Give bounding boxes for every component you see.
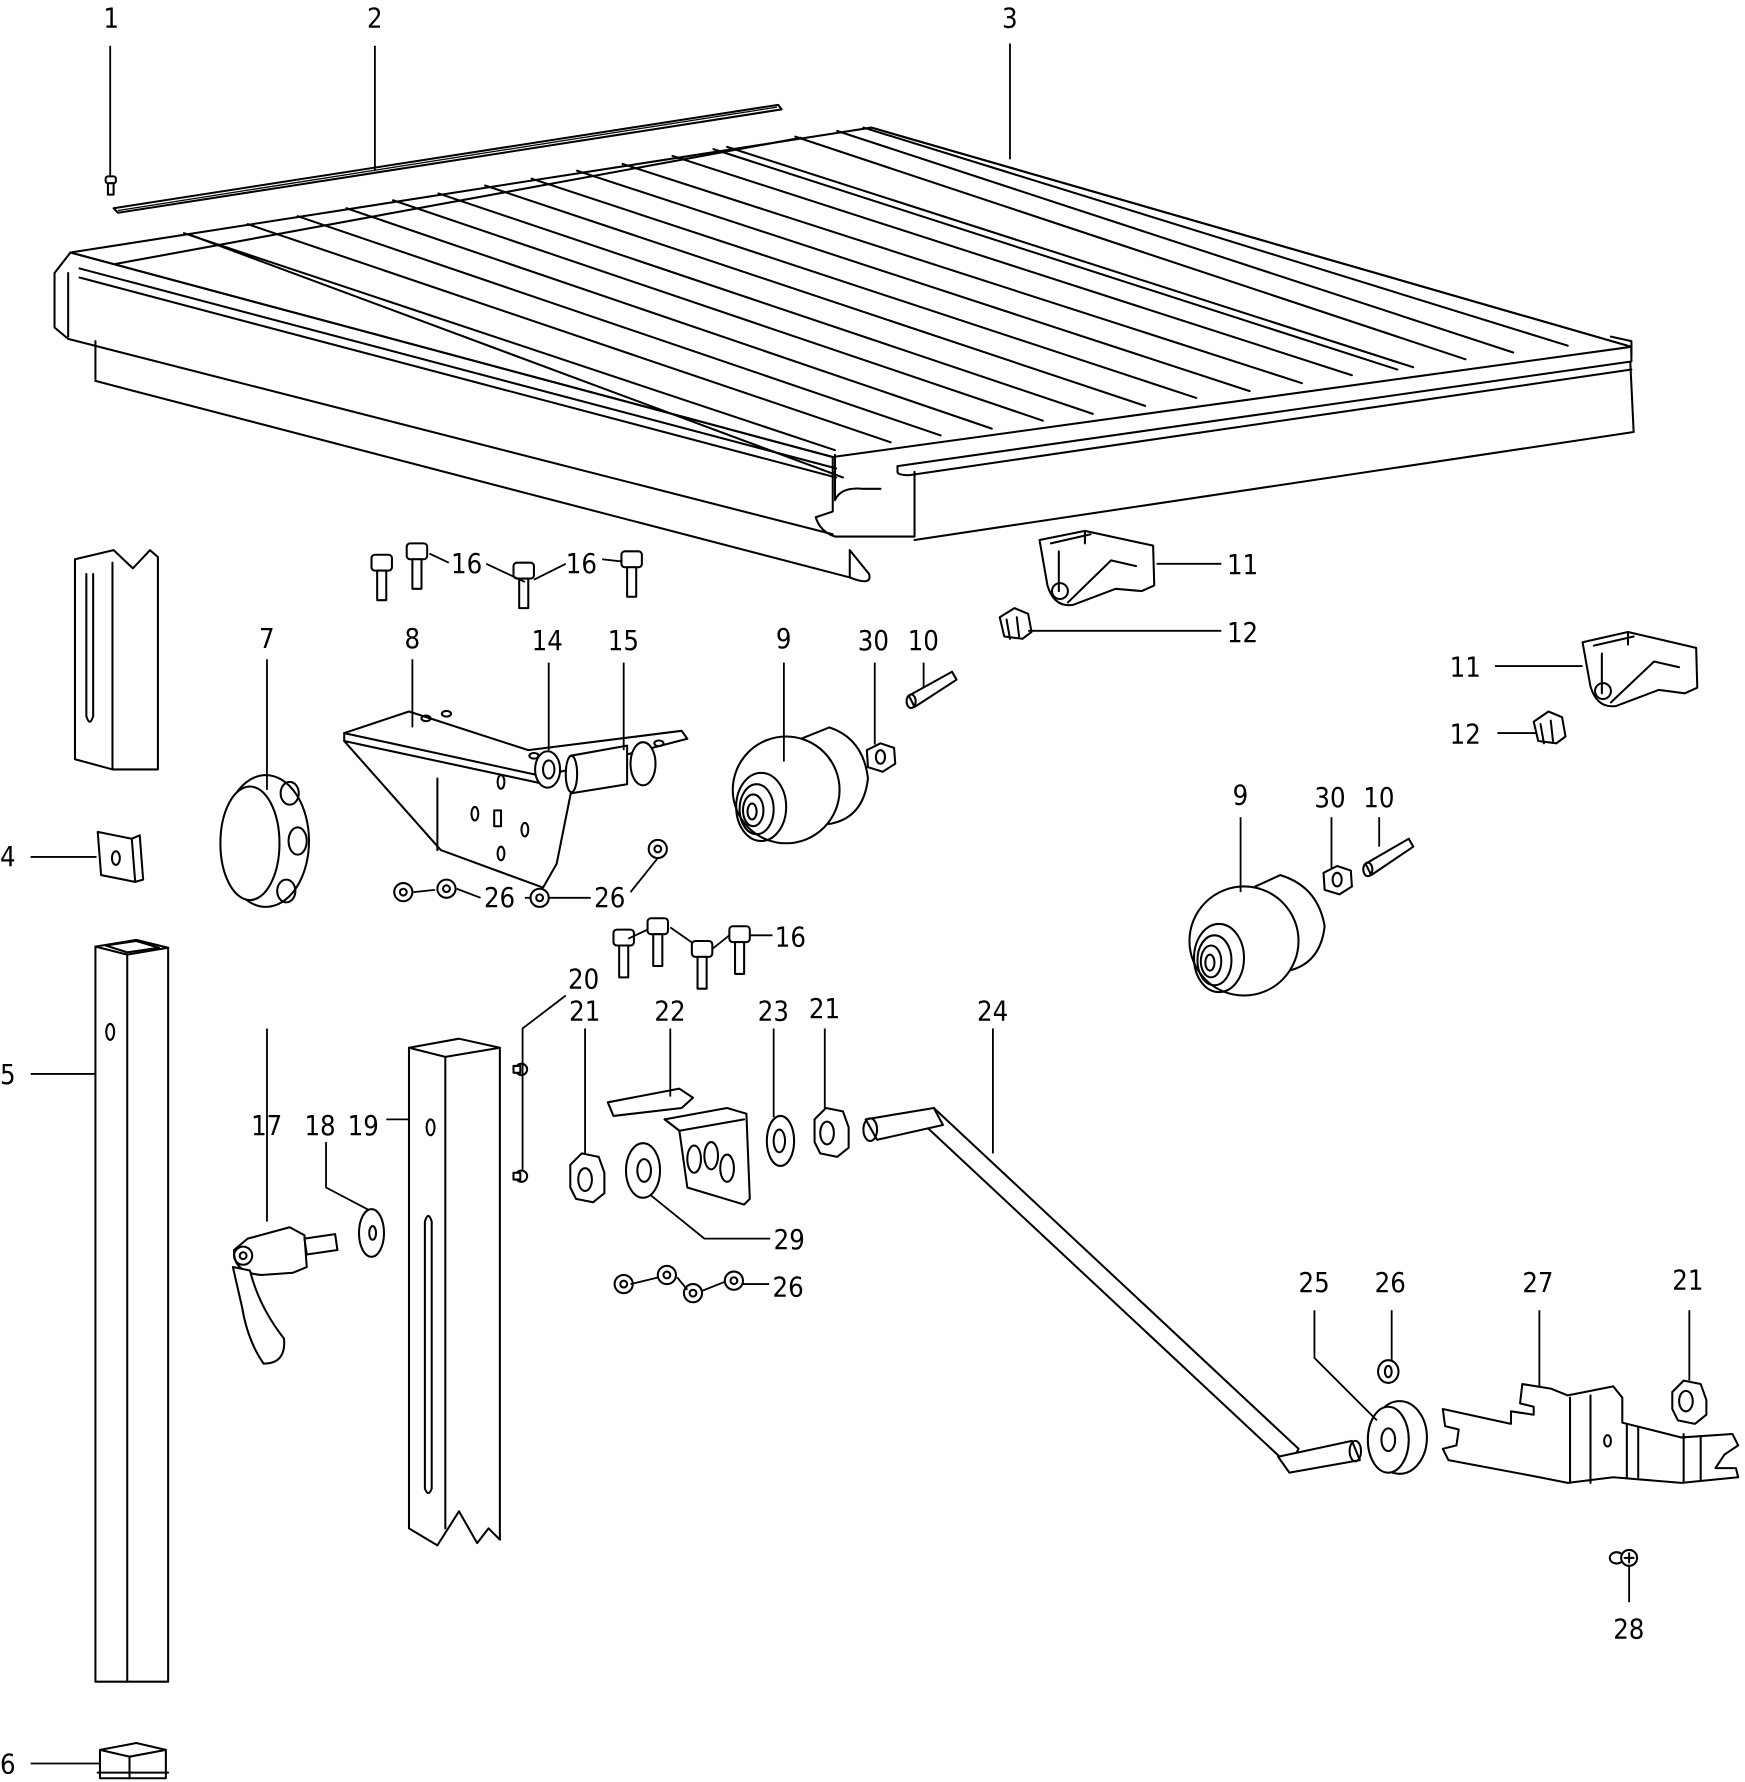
part-11-clamp-holder-lower xyxy=(1581,630,1699,708)
part-10-pin-upper xyxy=(905,670,958,710)
label-27: 27 xyxy=(1522,1268,1553,1299)
part-14-washer xyxy=(534,750,562,789)
part-4-square-nut xyxy=(96,830,145,883)
label-8: 8 xyxy=(404,624,420,655)
label-29: 29 xyxy=(774,1225,805,1256)
label-18: 18 xyxy=(304,1111,335,1142)
label-10-upper: 10 xyxy=(908,626,939,657)
part-18-washer xyxy=(357,1208,386,1258)
label-15: 15 xyxy=(608,626,639,657)
label-11-upper: 11 xyxy=(1227,550,1258,581)
part-1-screw xyxy=(104,175,117,196)
label-21-left: 21 xyxy=(569,997,600,1028)
label-26-d: 26 xyxy=(1375,1268,1406,1299)
part-labels: 1 2 3 4 5 6 7 8 9 9 10 10 11 11 12 12 14… xyxy=(0,4,1703,1781)
label-21-middle: 21 xyxy=(809,994,840,1025)
label-3: 3 xyxy=(1002,4,1018,35)
label-21-right: 21 xyxy=(1672,1266,1703,1297)
leader-lines xyxy=(30,43,1691,1765)
part-23-washer xyxy=(765,1114,796,1167)
label-17: 17 xyxy=(251,1111,282,1142)
label-26-b: 26 xyxy=(594,883,625,914)
part-12-clip-lower xyxy=(1532,710,1567,745)
label-6: 6 xyxy=(0,1750,16,1781)
part-9-ball-handle-lower xyxy=(1188,874,1326,997)
part-2-rail-strip xyxy=(112,103,783,214)
label-22: 22 xyxy=(654,997,685,1028)
label-7: 7 xyxy=(259,624,275,655)
label-12-lower: 12 xyxy=(1450,719,1481,750)
label-30-upper: 30 xyxy=(858,626,889,657)
part-29-washer xyxy=(624,1142,662,1199)
part-20-rivets xyxy=(512,1062,529,1183)
part-25-roller xyxy=(1366,1400,1428,1475)
part-16-bolts-middle xyxy=(612,917,751,990)
label-10-lower: 10 xyxy=(1363,783,1394,814)
label-16-c: 16 xyxy=(775,923,806,954)
part-22-angle-bracket xyxy=(606,1087,751,1206)
part-8-mounting-bracket xyxy=(343,709,689,889)
label-16-b: 16 xyxy=(566,549,597,580)
part-26-nut-right xyxy=(1377,1359,1400,1384)
label-20: 20 xyxy=(568,965,599,996)
part-21-hex-nut-middle xyxy=(813,1106,850,1158)
part-11-clamp-holder-upper xyxy=(1038,529,1156,607)
label-5: 5 xyxy=(0,1060,16,1091)
part-10-pin-lower xyxy=(1362,837,1415,878)
part-28-phillips-screw xyxy=(1608,1548,1639,1567)
label-26-c: 26 xyxy=(773,1273,804,1304)
label-19: 19 xyxy=(348,1111,379,1142)
label-28: 28 xyxy=(1613,1615,1644,1646)
part-21-hex-nut-left xyxy=(569,1152,606,1204)
part-12-clip-upper xyxy=(998,607,1033,640)
label-1: 1 xyxy=(103,4,119,35)
part-30-lock-nut-upper xyxy=(865,742,897,773)
part-5-leg-tube xyxy=(94,938,170,1683)
label-25: 25 xyxy=(1299,1268,1330,1299)
part-6-end-cap xyxy=(96,1742,170,1780)
part-3-table-top xyxy=(53,126,1635,583)
part-5-upper-tube xyxy=(73,549,159,771)
label-12-upper: 12 xyxy=(1227,618,1258,649)
label-2: 2 xyxy=(367,4,383,35)
table-slats xyxy=(183,126,1569,452)
label-14: 14 xyxy=(532,626,563,657)
part-26-nuts-lower xyxy=(613,1264,745,1304)
label-30-lower: 30 xyxy=(1314,783,1345,814)
part-19-slotted-tube xyxy=(407,1037,501,1547)
label-26-a: 26 xyxy=(484,883,515,914)
label-11-lower: 11 xyxy=(1450,652,1481,683)
part-7-star-knob xyxy=(219,774,311,908)
label-24: 24 xyxy=(977,997,1008,1028)
part-21-hex-nut-right xyxy=(1671,1379,1708,1425)
label-16-a: 16 xyxy=(451,549,482,580)
label-9-upper: 9 xyxy=(776,624,792,655)
part-17-clamp-lever xyxy=(231,1226,339,1365)
part-30-lock-nut-lower xyxy=(1322,864,1353,896)
part-15-carriage-bolt xyxy=(564,741,657,795)
part-9-ball-handle-upper xyxy=(731,726,869,845)
label-23: 23 xyxy=(758,997,789,1028)
label-4: 4 xyxy=(0,842,16,873)
part-26-nuts-upper xyxy=(393,838,668,908)
part-27-support-bracket xyxy=(1441,1383,1740,1484)
part-16-bolts-upper xyxy=(370,542,643,610)
label-9-lower: 9 xyxy=(1233,781,1249,812)
part-24-crank-rod xyxy=(862,1106,1363,1474)
